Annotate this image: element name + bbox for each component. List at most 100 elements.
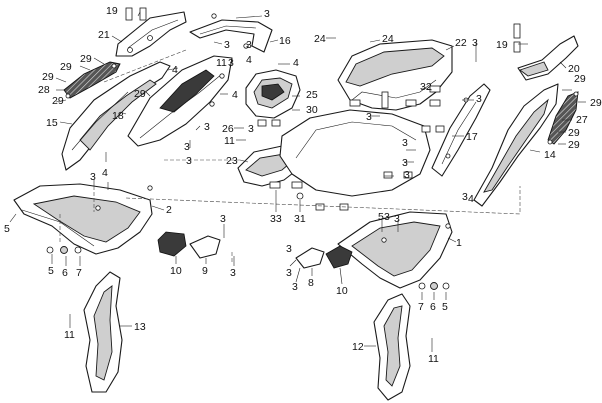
callout-3r: 3 [292,281,298,293]
callout-5d: 5 [442,301,448,313]
callout-24b: 24 [382,33,394,45]
callout-3d: 3 [472,37,478,49]
callout-3p: 3 [220,213,226,225]
callout-29a: 29 [80,53,92,65]
callout-14: 14 [544,149,556,161]
part-2-left-lower-fairing [13,183,153,255]
callout-labels: 19 21 3 3 3 16 4 4 24 24 22 3 19 20 29 2… [4,5,602,365]
callout-11c: 11 [428,353,439,365]
callout-11a: 11 [224,135,235,147]
part-22-seat [337,39,453,111]
fastener-group-right [418,282,450,290]
leader-lines [9,11,586,352]
part-14-right-side-panel [473,83,559,207]
callout-29c: 29 [42,71,54,83]
fastener-group-left [46,246,82,254]
part-20-bracket [513,23,579,81]
part-18-left-side-panel [61,61,171,171]
part-28-left-grille [63,61,121,99]
part-25-tail-light [245,69,301,127]
callout-18: 18 [112,110,124,122]
callout-19a: 19 [106,5,118,17]
callout-13: 13 [134,321,146,333]
callout-3m: 3 [462,191,468,203]
callout-26: 26 [222,123,234,135]
callout-3n: 3 [384,211,390,223]
callout-5a: 5 [4,223,10,235]
callout-3h: 3 [366,111,372,123]
callout-19b: 19 [496,39,508,51]
callout-29e: 29 [134,88,146,100]
callout-4e: 4 [102,167,108,179]
callout-6b: 6 [430,301,436,313]
callout-20: 20 [568,63,580,75]
callout-29g: 29 [590,97,602,109]
callout-2: 2 [166,204,172,216]
callout-23: 23 [226,155,238,167]
part-13-left-lower-panel [83,271,123,393]
callout-21: 21 [98,29,110,41]
callout-5c: 5 [48,265,54,277]
callout-31: 31 [294,213,306,225]
callout-3c: 3 [246,39,252,51]
callout-4c: 4 [232,89,238,101]
callout-5b: 5 [378,211,384,223]
callout-3q: 3 [230,267,236,279]
callout-9: 9 [202,265,208,277]
callout-7b: 7 [418,301,424,313]
callout-7a: 7 [76,267,82,279]
callout-4a: 4 [293,57,299,69]
callout-3t: 3 [286,243,292,255]
callout-3a: 3 [264,8,270,20]
callout-3w: 3 [228,57,234,69]
callout-16: 16 [279,35,291,47]
assembly-guide-lines [59,49,521,262]
callout-3g: 3 [248,123,254,135]
callout-27: 27 [576,114,588,126]
callout-10a: 10 [170,265,182,277]
callout-29d: 29 [52,95,64,107]
callout-6a: 6 [62,267,68,279]
callout-29b: 29 [60,61,72,73]
callout-3i: 3 [186,155,192,167]
part-8-right-small-cover [295,245,353,269]
callout-4d: 4 [246,54,252,66]
part-4-left-inner-cover [127,55,233,147]
callout-3l: 3 [90,171,96,183]
callout-28: 28 [38,84,50,96]
part-1-right-lower-fairing [337,211,453,289]
callout-22: 22 [455,37,467,49]
callout-33: 33 [270,213,282,225]
callout-29i: 29 [568,139,580,151]
part-10-left-small-cover [157,231,221,259]
callout-3e: 3 [476,93,482,105]
callout-17: 17 [466,131,478,143]
part-21-bracket [115,7,187,57]
callout-3j: 3 [402,137,408,149]
callout-30: 30 [306,104,318,116]
callout-8: 8 [308,277,314,289]
callout-25: 25 [306,89,318,101]
callout-29h: 29 [568,127,580,139]
callout-1: 1 [456,237,462,249]
callout-3b: 3 [224,39,230,51]
part-12-right-lower-panel [373,293,411,401]
callout-3u: 3 [404,169,410,181]
callout-3k: 3 [402,157,408,169]
callout-10b: 10 [336,285,348,297]
callout-3f: 3 [204,121,210,133]
callout-32: 32 [420,81,432,93]
callout-11b: 11 [64,329,75,341]
callout-4b: 4 [172,64,178,76]
part-27-right-grille [547,91,579,145]
callout-29f: 29 [574,73,586,85]
seat-pan [279,109,431,211]
callout-3v: 3 [184,141,190,153]
callout-3o: 3 [394,213,400,225]
callout-24a: 24 [314,33,326,45]
callout-11d: 11 [216,57,227,69]
part-17-right-inner-cover [431,83,491,177]
callout-4f: 4 [468,193,474,205]
